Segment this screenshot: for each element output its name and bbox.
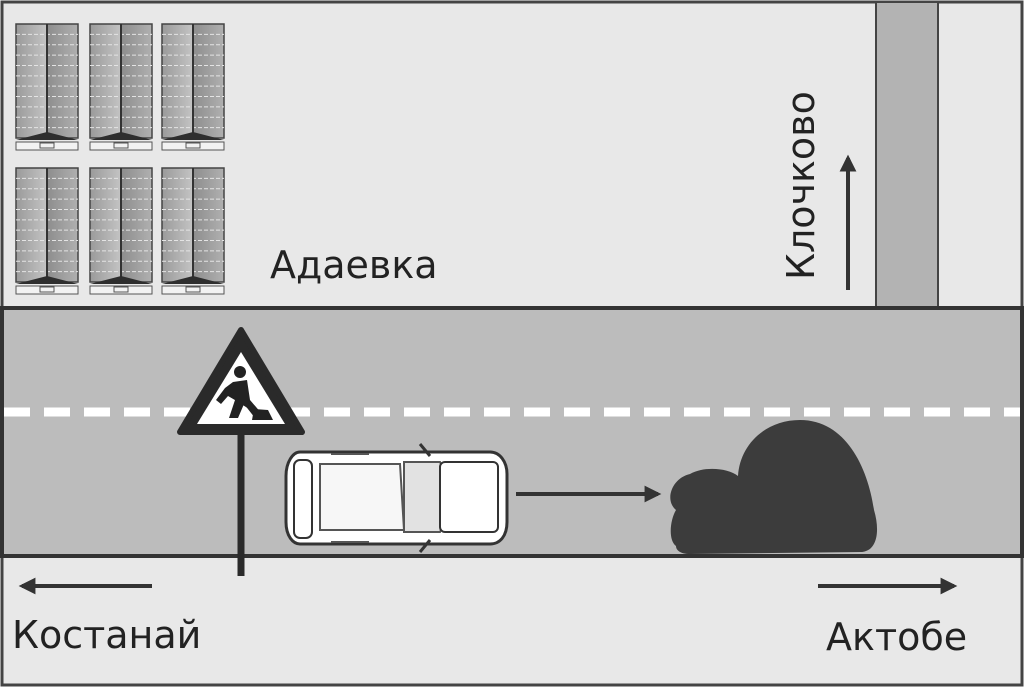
car-icon [284,443,509,553]
apartment-building-icon [89,167,153,295]
apartment-building-icon [89,23,153,151]
apartment-building-icon [161,167,225,295]
side-road [875,1,939,309]
village-label: Адаевка [270,243,438,287]
apartment-building-icon [161,23,225,151]
pothole-icon [670,420,878,554]
apartment-building-icon [15,23,79,151]
road-works-sign-icon [177,327,305,576]
west-destination-label: Костанай [12,613,201,657]
apartment-building-icon [15,167,79,295]
buildings-block [15,23,225,295]
north-destination-label: Клочково [779,91,823,280]
east-destination-label: Актобе [826,615,967,659]
